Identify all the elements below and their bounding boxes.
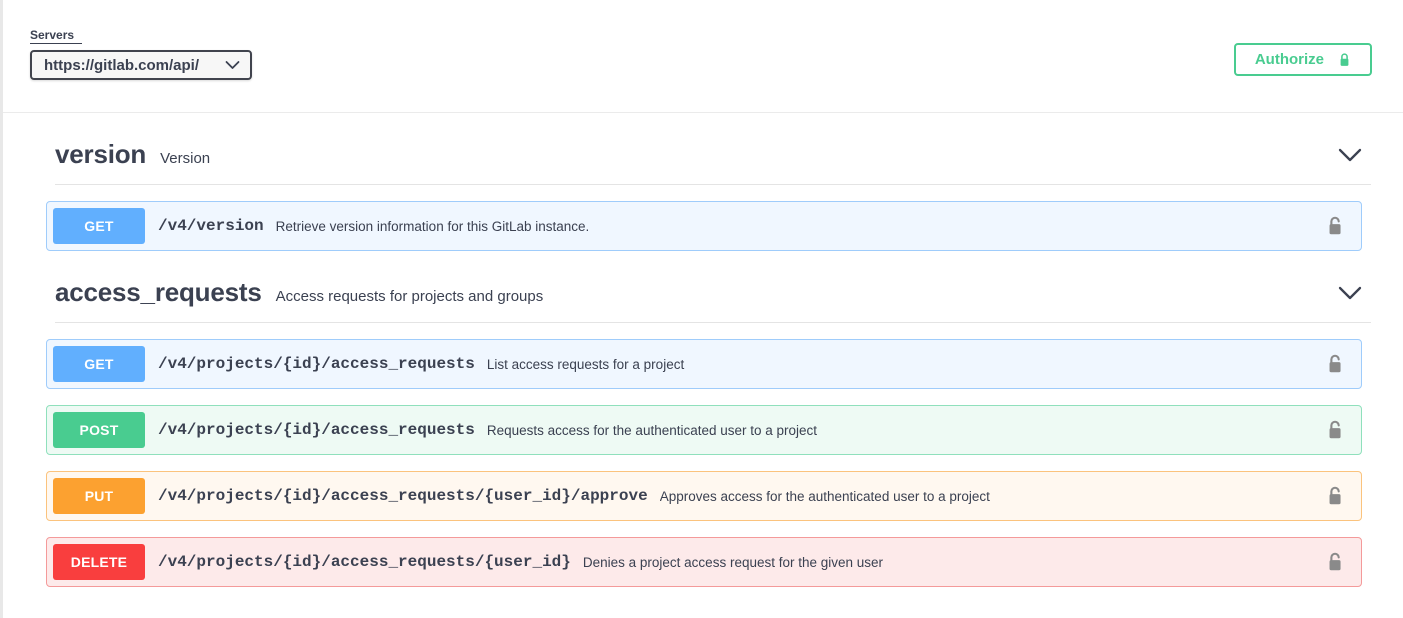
lock-open-icon[interactable] <box>1326 419 1345 441</box>
tag-name: access_requests <box>55 277 262 307</box>
method-badge: PUT <box>53 478 145 514</box>
operation-path: /v4/projects/{id}/access_requests/{user_… <box>158 487 648 505</box>
chevron-down-icon[interactable] <box>1338 286 1371 300</box>
tag-section-version: version Version GET /v4/version Retrieve… <box>3 113 1403 251</box>
operation-row[interactable]: DELETE /v4/projects/{id}/access_requests… <box>46 537 1362 587</box>
tag-header-left: version Version <box>55 139 210 170</box>
tag-header-access-requests[interactable]: access_requests Access requests for proj… <box>55 251 1371 323</box>
operation-summary: Requests access for the authenticated us… <box>486 422 818 438</box>
operation-path: /v4/projects/{id}/access_requests/{user_… <box>158 553 571 571</box>
tag-section-access-requests: access_requests Access requests for proj… <box>3 251 1403 587</box>
operation-row[interactable]: POST /v4/projects/{id}/access_requests R… <box>46 405 1362 455</box>
lock-open-icon[interactable] <box>1326 215 1345 237</box>
method-badge: GET <box>53 208 145 244</box>
method-badge: GET <box>53 346 145 382</box>
operation-summary: List access requests for a project <box>486 356 685 372</box>
operations-list-access-requests: GET /v4/projects/{id}/access_requests Li… <box>46 339 1362 587</box>
tag-name: version <box>55 139 147 169</box>
lock-open-icon[interactable] <box>1326 353 1345 375</box>
authorize-label: Authorize <box>1254 51 1324 68</box>
operation-path: /v4/projects/{id}/access_requests <box>158 421 475 439</box>
scheme-container: Servers https://gitlab.com/api/ Authoriz… <box>3 0 1403 113</box>
method-badge: DELETE <box>53 544 145 580</box>
operation-summary: Retrieve version information for this Gi… <box>275 218 590 234</box>
tag-header-version[interactable]: version Version <box>55 113 1371 185</box>
lock-open-icon[interactable] <box>1326 551 1345 573</box>
operation-summary: Denies a project access request for the … <box>582 554 884 570</box>
operation-path: /v4/projects/{id}/access_requests <box>158 355 475 373</box>
authorize-wrap: Authorize <box>1233 43 1372 76</box>
server-select-value: https://gitlab.com/api/ <box>44 56 200 74</box>
operation-row[interactable]: PUT /v4/projects/{id}/access_requests/{u… <box>46 471 1362 521</box>
servers-block: Servers https://gitlab.com/api/ <box>30 28 252 80</box>
tag-description: Version <box>160 150 211 167</box>
lock-closed-icon <box>1338 52 1351 68</box>
method-badge: POST <box>53 412 145 448</box>
server-select[interactable]: https://gitlab.com/api/ <box>30 50 252 80</box>
authorize-button[interactable]: Authorize <box>1233 43 1372 76</box>
operation-path: /v4/version <box>158 217 264 235</box>
chevron-down-icon[interactable] <box>1338 148 1371 162</box>
tag-header-left: access_requests Access requests for proj… <box>55 277 543 308</box>
operation-summary: Approves access for the authenticated us… <box>659 488 990 504</box>
api-sections: version Version GET /v4/version Retrieve… <box>3 113 1403 587</box>
servers-label: Servers <box>30 28 82 44</box>
operation-row[interactable]: GET /v4/projects/{id}/access_requests Li… <box>46 339 1362 389</box>
operation-row[interactable]: GET /v4/version Retrieve version informa… <box>46 201 1362 251</box>
tag-description: Access requests for projects and groups <box>275 288 544 305</box>
operations-list-version: GET /v4/version Retrieve version informa… <box>46 201 1362 251</box>
chevron-down-icon <box>225 60 240 70</box>
lock-open-icon[interactable] <box>1326 485 1345 507</box>
